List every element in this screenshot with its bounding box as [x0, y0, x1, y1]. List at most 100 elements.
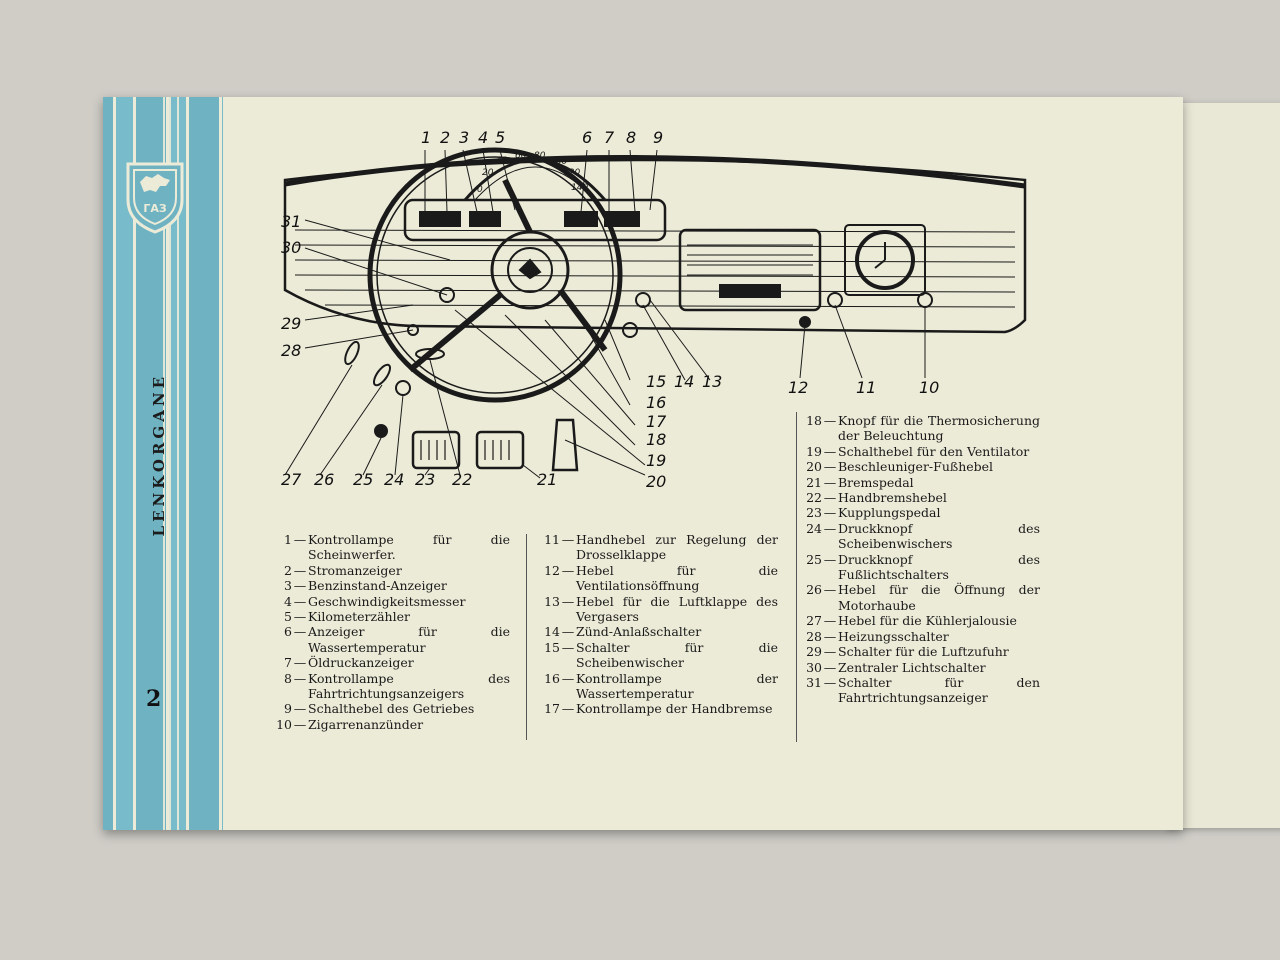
- callout-6: 6: [582, 128, 593, 147]
- callout-26: 26: [314, 470, 335, 489]
- gaz-logo-icon: ГАЗ: [126, 162, 184, 234]
- dashboard-grille: [294, 229, 1016, 308]
- legend-item: 4—Geschwindigkeitsmesser: [258, 594, 510, 609]
- legend-item: 15—Schalter für die Scheibenwischer: [526, 640, 778, 671]
- callout-31: 31: [281, 212, 302, 231]
- legend-text: Geschwindigkeitsmesser: [308, 593, 466, 609]
- legend-column-3: 18—Knopf für die Thermosicherung der Bel…: [788, 413, 1040, 706]
- legend-item: 21—Bremspedal: [788, 475, 1040, 490]
- legend-item: 3—Benzinstand-Anzeiger: [258, 578, 510, 593]
- column-divider: [526, 534, 527, 740]
- pedal-23: [411, 430, 461, 470]
- legend-number: 25: [806, 551, 822, 567]
- callout-17: 17: [646, 412, 667, 431]
- legend-item: 27—Hebel für die Kühlerjalousie: [788, 613, 1040, 628]
- legend-number: 3: [284, 578, 292, 594]
- speedo-mark-60: 60: [515, 151, 527, 161]
- legend-item: 11—Handhebel zur Regelung der Drosselkla…: [526, 532, 778, 563]
- callout-27: 27: [281, 470, 302, 489]
- pedal-21: [475, 430, 525, 470]
- legend-item: 31—Schalter für den Fahrtrichtungsanzeig…: [788, 675, 1040, 706]
- legend-text: Zünd-Anlaßschalter: [576, 624, 702, 640]
- legend-number: 30: [806, 659, 822, 675]
- legend-item: 2—Stromanzeiger: [258, 563, 510, 578]
- callout-30: 30: [281, 238, 302, 257]
- legend-text: Zentraler Lichtschalter: [838, 659, 986, 675]
- legend-text: Schalter für die Scheibenwischer: [576, 639, 778, 671]
- legend-text: Anzeiger für die Wassertemperatur: [308, 624, 510, 655]
- callout-1: 1: [421, 128, 432, 147]
- callout-25: 25: [353, 470, 374, 489]
- spine-title-text: LENKORGANE: [150, 373, 168, 537]
- legend-text: Bremspedal: [838, 474, 914, 490]
- legend-number: 23: [806, 505, 822, 521]
- legend-number: 28: [806, 628, 822, 644]
- legend-number: 13: [544, 593, 560, 609]
- speedo-mark-80: 80: [534, 151, 546, 161]
- callout-2: 2: [440, 128, 451, 147]
- legend-number: 6: [284, 624, 292, 640]
- legend-number: 24: [806, 520, 822, 536]
- legend-text: Kontrollampe der Handbremse: [576, 701, 773, 717]
- legend-number: 26: [806, 582, 822, 598]
- legend-number: 15: [544, 639, 560, 655]
- legend-text: Handhebel zur Regelung der Drosselklappe: [576, 532, 778, 563]
- legend-text: Zigarrenanzünder: [308, 716, 424, 732]
- lever-26: [372, 363, 392, 387]
- speedo-mark-20: 20: [482, 168, 494, 178]
- legend-column-2: 11—Handhebel zur Regelung der Drosselkla…: [526, 532, 778, 717]
- legend-number: 12: [544, 562, 560, 578]
- legend-text: Druckknopf des Fußlichtschalters: [838, 551, 1040, 583]
- callout-15: 15: [646, 372, 667, 391]
- callout-23: 23: [415, 470, 436, 489]
- legend-number: 19: [806, 443, 822, 459]
- speedometer-dial: [463, 158, 607, 201]
- knob-24: [395, 380, 411, 396]
- legend-number: 18: [806, 413, 822, 428]
- legend-item: 28—Heizungsschalter: [788, 629, 1040, 644]
- callout-7: 7: [604, 128, 615, 147]
- legend-number: 16: [544, 670, 560, 686]
- legend-column-1: 1—Kontrollampe für die Scheinwerfer. 2—S…: [258, 532, 510, 732]
- legend-text: Hebel für die Luftklappe des Vergasers: [576, 593, 778, 625]
- legend-text: Benzinstand-Anzeiger: [308, 578, 447, 594]
- callout-3: 3: [459, 128, 470, 147]
- legend-item: 14—Zünd-Anlaßschalter: [526, 624, 778, 639]
- legend-item: 12—Hebel für die Ventilationsöffnung: [526, 563, 778, 594]
- legend-item: 18—Knopf für die Thermosicherung der Bel…: [788, 413, 1040, 444]
- legend-text: Kontrollampe für die Scheinwerfer.: [308, 532, 510, 563]
- callout-21: 21: [537, 470, 558, 489]
- callout-28: 28: [281, 341, 302, 360]
- legend-text: Hebel für die Öffnung der Motorhaube: [838, 582, 1040, 613]
- radio-panel: [678, 228, 822, 312]
- legend-number: 7: [284, 655, 292, 671]
- legend-number: 22: [806, 490, 822, 506]
- callout-16: 16: [646, 393, 667, 412]
- legend-number: 11: [544, 532, 560, 547]
- legend-text: Hebel für die Kühlerjalousie: [838, 613, 1017, 629]
- legend-item: 13—Hebel für die Luftklappe des Vergaser…: [526, 594, 778, 625]
- speedo-mark-140: 140: [571, 183, 588, 193]
- legend-text: Öldruckanzeiger: [308, 655, 414, 671]
- legend-number: 17: [544, 701, 560, 717]
- column-divider: [796, 412, 797, 742]
- legend-item: 20—Beschleuniger-Fußhebel: [788, 459, 1040, 474]
- logo-text: ГАЗ: [143, 202, 167, 215]
- callout-24: 24: [384, 470, 405, 489]
- callout-9: 9: [653, 128, 664, 147]
- legend-item: 8—Kontrollampe des Fahrtrichtungsanzeige…: [258, 671, 510, 702]
- callout-8: 8: [626, 128, 637, 147]
- legend-text: Stromanzeiger: [308, 562, 402, 578]
- legend-text: Kupplungspedal: [838, 505, 941, 521]
- lever-28: [344, 340, 360, 366]
- callout-29: 29: [281, 314, 302, 333]
- speedo-mark-40: 40: [496, 156, 508, 166]
- legend-item: 30—Zentraler Lichtschalter: [788, 660, 1040, 675]
- legend-number: 4: [284, 593, 292, 609]
- legend-number: 1: [284, 532, 292, 547]
- callout-13: 13: [702, 372, 723, 391]
- legend-item: 29—Schalter für die Luftzufuhr: [788, 644, 1040, 659]
- right-page-edge: [1170, 103, 1280, 828]
- legend-text: Heizungsschalter: [838, 628, 949, 644]
- knob-25: [374, 424, 388, 438]
